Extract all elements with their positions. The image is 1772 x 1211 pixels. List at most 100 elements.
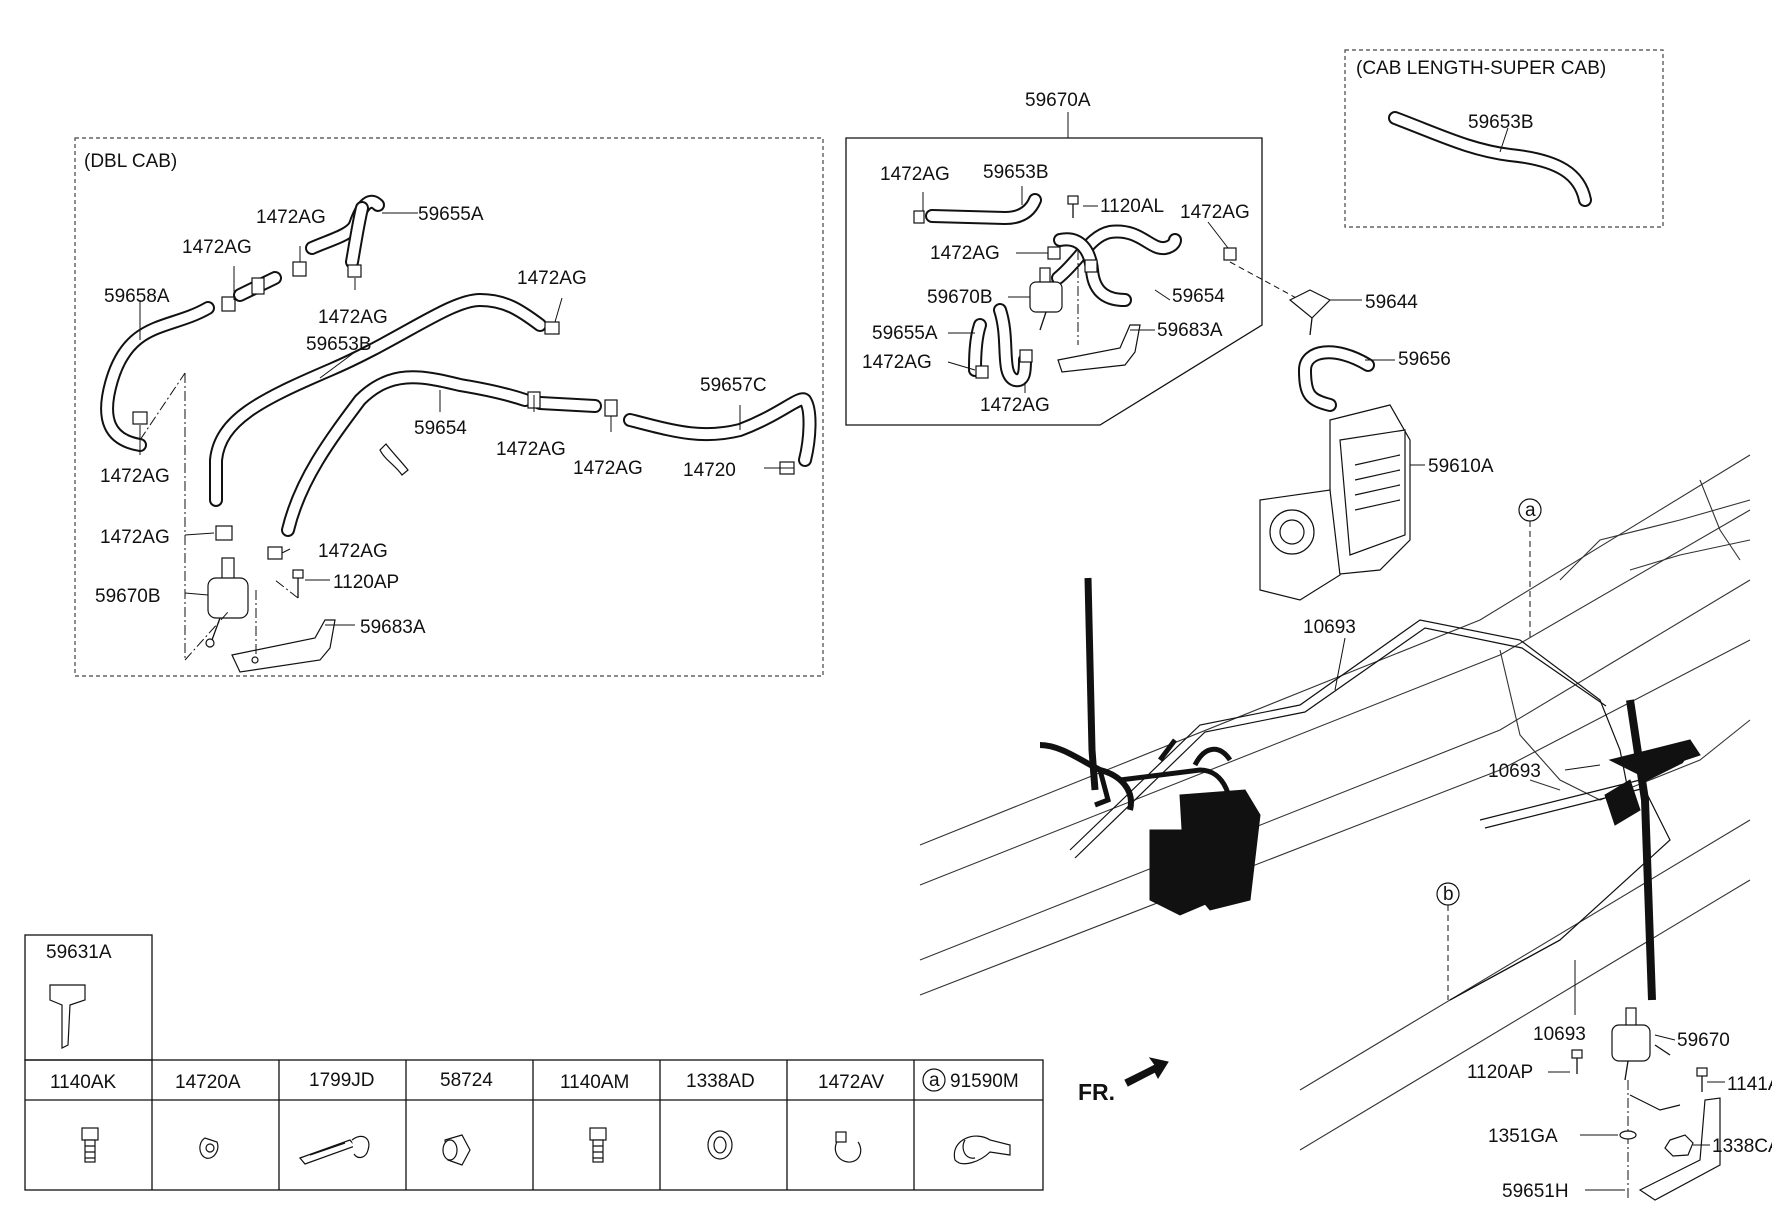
pipe-clip-icon bbox=[953, 1135, 1011, 1165]
clamp-icon bbox=[975, 365, 989, 379]
label-1472AG: 1472AG bbox=[182, 237, 252, 258]
label-59670B: 59670B bbox=[927, 287, 993, 308]
assembly-title: 59670A bbox=[1025, 90, 1091, 111]
parts-table-frame bbox=[24, 1059, 1044, 1191]
label-10693: 10693 bbox=[1303, 617, 1356, 638]
clamp-icon bbox=[292, 261, 307, 277]
canister-59610A bbox=[1259, 404, 1411, 601]
label-59651H: 59651H bbox=[1502, 1181, 1569, 1202]
clamp-icon bbox=[544, 321, 560, 335]
bracket-59651H bbox=[1638, 1097, 1721, 1201]
hose-59658A bbox=[100, 301, 215, 452]
hose-59655A bbox=[305, 194, 385, 269]
assembly-frame bbox=[845, 137, 1263, 426]
label-59655A: 59655A bbox=[872, 323, 938, 344]
hose-59654-asm bbox=[1051, 224, 1182, 307]
clamp-icon bbox=[221, 296, 236, 312]
label-1472AG: 1472AG bbox=[318, 541, 388, 562]
hose-clamp-icon bbox=[834, 1131, 862, 1163]
label-59653B: 59653B bbox=[306, 334, 372, 355]
bracket-59644 bbox=[1288, 289, 1332, 319]
washer-1351GA bbox=[1619, 1130, 1637, 1140]
bolt-1120AL bbox=[1067, 195, 1079, 218]
hose-connector bbox=[233, 271, 282, 302]
label-59657C: 59657C bbox=[700, 375, 767, 396]
clamp-icon bbox=[267, 546, 283, 560]
label-10693: 10693 bbox=[1533, 1024, 1586, 1045]
label-59654: 59654 bbox=[414, 418, 467, 439]
elbow-fitting-icon bbox=[442, 1134, 471, 1166]
valve-59670B-asm bbox=[1029, 267, 1063, 331]
label-1472AG: 1472AG bbox=[256, 207, 326, 228]
bolt-1120AP bbox=[1571, 1049, 1583, 1059]
label-14720: 14720 bbox=[683, 460, 736, 481]
dbl-cab-title: (DBL CAB) bbox=[84, 151, 177, 172]
label-59654: 59654 bbox=[1172, 286, 1225, 307]
hose-59653B bbox=[209, 293, 547, 507]
part-code: 59631A bbox=[46, 942, 112, 963]
part-code: 91590M bbox=[950, 1071, 1019, 1092]
front-indicator: FR. bbox=[1078, 1079, 1115, 1105]
label-59610A: 59610A bbox=[1428, 456, 1494, 477]
clamp-icon bbox=[1084, 259, 1098, 273]
label-59644: 59644 bbox=[1365, 292, 1418, 313]
super-cab-frame bbox=[1344, 49, 1664, 228]
label-1472AG: 1472AG bbox=[100, 527, 170, 548]
hose-59655A-asm bbox=[968, 303, 1032, 388]
marker-a-label: a bbox=[1525, 500, 1536, 521]
label-59658A: 59658A bbox=[104, 286, 170, 307]
strap-clip bbox=[379, 443, 409, 476]
dbl-cab-group: (DBL CAB) bbox=[74, 137, 824, 677]
label-10693: 10693 bbox=[1488, 761, 1541, 782]
label-59683A: 59683A bbox=[360, 617, 426, 638]
main-parts: 59644 59656 59610A a b 10693 10693 bbox=[1078, 289, 1772, 1202]
clamp-icon bbox=[1223, 247, 1237, 261]
bracket-59683A bbox=[231, 619, 336, 673]
tube-connector bbox=[533, 396, 602, 413]
canister-assembly bbox=[1039, 738, 1261, 916]
part-code: 1140AM bbox=[560, 1072, 629, 1093]
part-code: 58724 bbox=[440, 1070, 493, 1091]
hose-59657C bbox=[623, 392, 817, 467]
label-1472AG: 1472AG bbox=[496, 439, 566, 460]
label-1472AG: 1472AG bbox=[862, 352, 932, 373]
part-code: 1140AK bbox=[50, 1072, 117, 1093]
assembly-59670A-group: 59670A bbox=[845, 90, 1301, 426]
marker-b-label: b bbox=[1443, 884, 1454, 905]
pipe-section bbox=[1626, 699, 1656, 1001]
label-1472AG: 1472AG bbox=[980, 395, 1050, 416]
clamp-icon bbox=[1047, 246, 1061, 260]
hose-59653B-asm bbox=[925, 193, 1042, 225]
marker-a-label: a bbox=[929, 1070, 940, 1091]
grommet-icon bbox=[707, 1130, 733, 1160]
label-1120AP: 1120AP bbox=[333, 572, 399, 593]
label-59670B: 59670B bbox=[95, 586, 161, 607]
label-59670: 59670 bbox=[1677, 1030, 1730, 1051]
label-1472AG: 1472AG bbox=[517, 268, 587, 289]
chassis-frame bbox=[919, 454, 1751, 1151]
part-code: 14720A bbox=[175, 1072, 241, 1093]
label-1472AG: 1472AG bbox=[1180, 202, 1250, 223]
super-cab-group: (CAB LENGTH-SUPER CAB) 59653B bbox=[1344, 49, 1664, 228]
label-59653B: 59653B bbox=[983, 162, 1049, 183]
parts-table: 59631A 1140AK 14720A 1799JD 58724 1140AM… bbox=[24, 934, 1044, 1191]
clamp-icon bbox=[132, 411, 148, 425]
clamp-icon bbox=[1019, 349, 1033, 363]
hose-clamps bbox=[132, 261, 795, 560]
label-1120AL: 1120AL bbox=[1100, 196, 1164, 217]
label-1338CA: 1338CA bbox=[1712, 1136, 1772, 1157]
part-code: 1338AD bbox=[686, 1071, 755, 1092]
part-code: 1799JD bbox=[309, 1070, 375, 1091]
bracket-59683A-asm bbox=[1057, 324, 1141, 373]
label-1472AG: 1472AG bbox=[100, 466, 170, 487]
label-1472AG: 1472AG bbox=[573, 458, 643, 479]
bolt-1141AG bbox=[1696, 1067, 1708, 1077]
label-1472AG: 1472AG bbox=[318, 307, 388, 328]
cable-tie-icon bbox=[298, 1135, 370, 1165]
label-1472AG: 1472AG bbox=[930, 243, 1000, 264]
clip-icon bbox=[199, 1137, 219, 1159]
label-1472AG: 1472AG bbox=[880, 164, 950, 185]
clamp-icon bbox=[215, 525, 233, 541]
clamp-icon bbox=[604, 399, 618, 417]
